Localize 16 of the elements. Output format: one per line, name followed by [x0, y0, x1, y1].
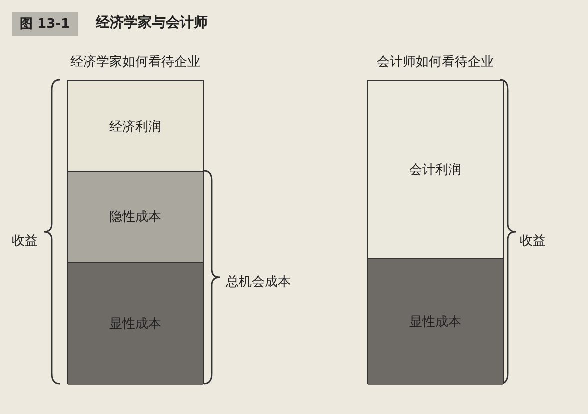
segment-label: 会计利润: [410, 162, 462, 179]
segment-label: 隐性成本: [110, 209, 162, 226]
brace-label: 收益: [12, 233, 38, 250]
bar-segment: [68, 262, 203, 385]
bar-segment: [368, 258, 503, 385]
brace-label: 总机会成本: [226, 274, 291, 291]
segment-label: 显性成本: [410, 314, 462, 331]
brace-label: 收益: [520, 233, 546, 250]
segment-label: 经济利润: [110, 118, 162, 136]
figure-title: 经济学家与会计师: [96, 14, 208, 32]
bar-segment: [68, 170, 203, 263]
bar-heading: 会计师如何看待企业: [376, 54, 495, 71]
bar-heading: 经济学家如何看待企业: [70, 54, 202, 71]
figure-number: 图 13-1: [12, 12, 78, 36]
bar-segment: [68, 81, 203, 172]
segment-label: 显性成本: [110, 316, 162, 333]
